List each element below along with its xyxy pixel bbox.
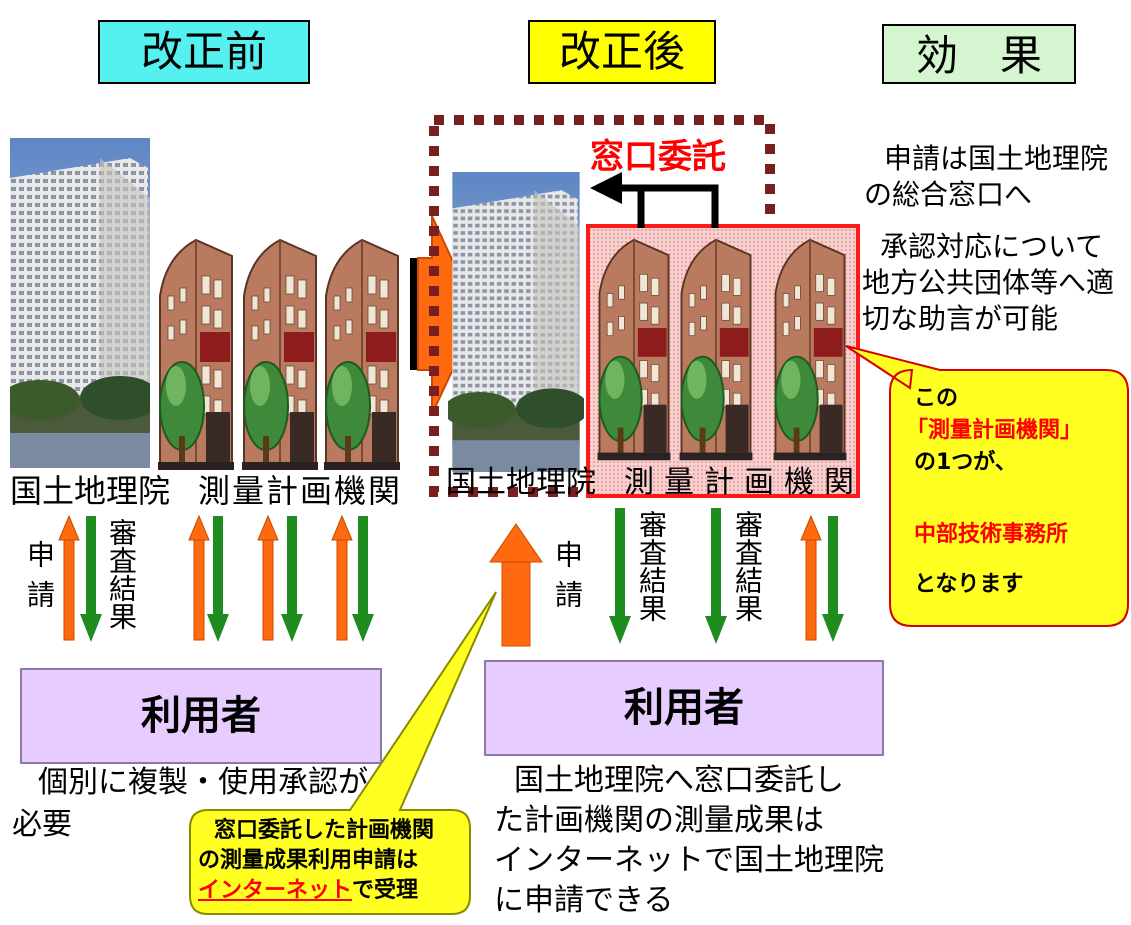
office-building-icon (772, 238, 848, 462)
effect-text2-line3: 切な助言が可能 (862, 302, 1059, 335)
gsi-label-before: 国土地理院 (10, 472, 171, 510)
agency-label-after: 測量計画機関 (624, 465, 864, 500)
gsi-building-photo-icon (448, 172, 584, 472)
note-before-line1: 個別に複製・使用承認が (38, 765, 368, 800)
delegation-label: 窓口委託 (590, 137, 726, 177)
arrow-up-icon (188, 514, 210, 641)
user-box-after: 利用者 (484, 660, 884, 756)
gsi-label-after: 国土地理院 (446, 465, 596, 500)
note-after-line4: に申請できる (494, 883, 674, 918)
arrow-down-icon (822, 516, 844, 642)
apply-label-before: 申請 (23, 540, 56, 620)
arrow-down-icon (281, 516, 303, 642)
effect-text2-line1: 承認対応について (880, 230, 1104, 263)
user-label-before: 利用者 (141, 693, 261, 739)
office-building-icon (678, 238, 754, 462)
arrow-up-icon (58, 514, 80, 641)
arrow-up-icon (257, 514, 279, 641)
office-building-icon (323, 239, 401, 471)
user-label-after: 利用者 (624, 685, 744, 731)
arrow-up-icon (331, 514, 353, 641)
header-before: 改正前 (98, 20, 310, 84)
arrow-down-icon (705, 508, 727, 644)
effect-text1-line1: 申請は国土地理院 (884, 142, 1109, 175)
note-after-line2: た計画機関の測量成果は (494, 803, 824, 838)
arrow-up-icon (800, 514, 822, 641)
review-label-after-1: 審査結果 (635, 510, 668, 622)
review-label-after-2: 審査結果 (731, 510, 764, 622)
arrow-down-icon (352, 516, 374, 642)
internet-link[interactable]: インターネット (198, 878, 353, 903)
callout-right-line1: この (914, 386, 959, 411)
callout-left-line1: 窓口委託した計画機関 (214, 818, 435, 843)
review-label-before: 審査結果 (105, 518, 138, 630)
agency-label-before: 測量計画機関 (198, 472, 403, 510)
header-effect: 効 果 (882, 24, 1076, 84)
callout-right-line3: の1つが、 (914, 450, 1017, 475)
note-before-line2: 必要 (12, 807, 72, 842)
user-box-before: 利用者 (20, 668, 382, 764)
arrow-down-icon (609, 508, 631, 644)
header-after: 改正後 (528, 20, 716, 84)
callout-right-shape (845, 345, 1129, 627)
apply-label-after: 申請 (551, 540, 584, 620)
note-after-line1: 国土地理院へ窓口委託し (514, 763, 844, 798)
effect-text1-line2: の総合窓口へ (864, 178, 1033, 211)
note-after-line3: インターネットで国土地理院 (494, 843, 884, 878)
callout-right-line4: 中部技術事務所 (914, 522, 1069, 547)
callout-left-shape (189, 591, 497, 915)
callout-right-line5: となります (914, 572, 1024, 597)
office-building-icon (241, 239, 319, 471)
callout-left-line3: インターネットで受理 (198, 876, 418, 906)
callout-left-line2: の測量成果利用申請は (198, 848, 419, 873)
arrow-down-icon (80, 516, 102, 642)
arrow-up-icon (489, 523, 543, 647)
effect-text2-line2: 地方公共団体等へ適 (862, 266, 1115, 299)
callout-left-line3-rest: で受理 (352, 878, 419, 903)
callout-right-line2: 「測量計画機関」 (906, 418, 1083, 443)
office-building-icon (157, 239, 235, 471)
gsi-building-photo-icon (10, 138, 150, 468)
arrow-down-icon (207, 516, 229, 642)
office-building-icon (596, 238, 672, 462)
